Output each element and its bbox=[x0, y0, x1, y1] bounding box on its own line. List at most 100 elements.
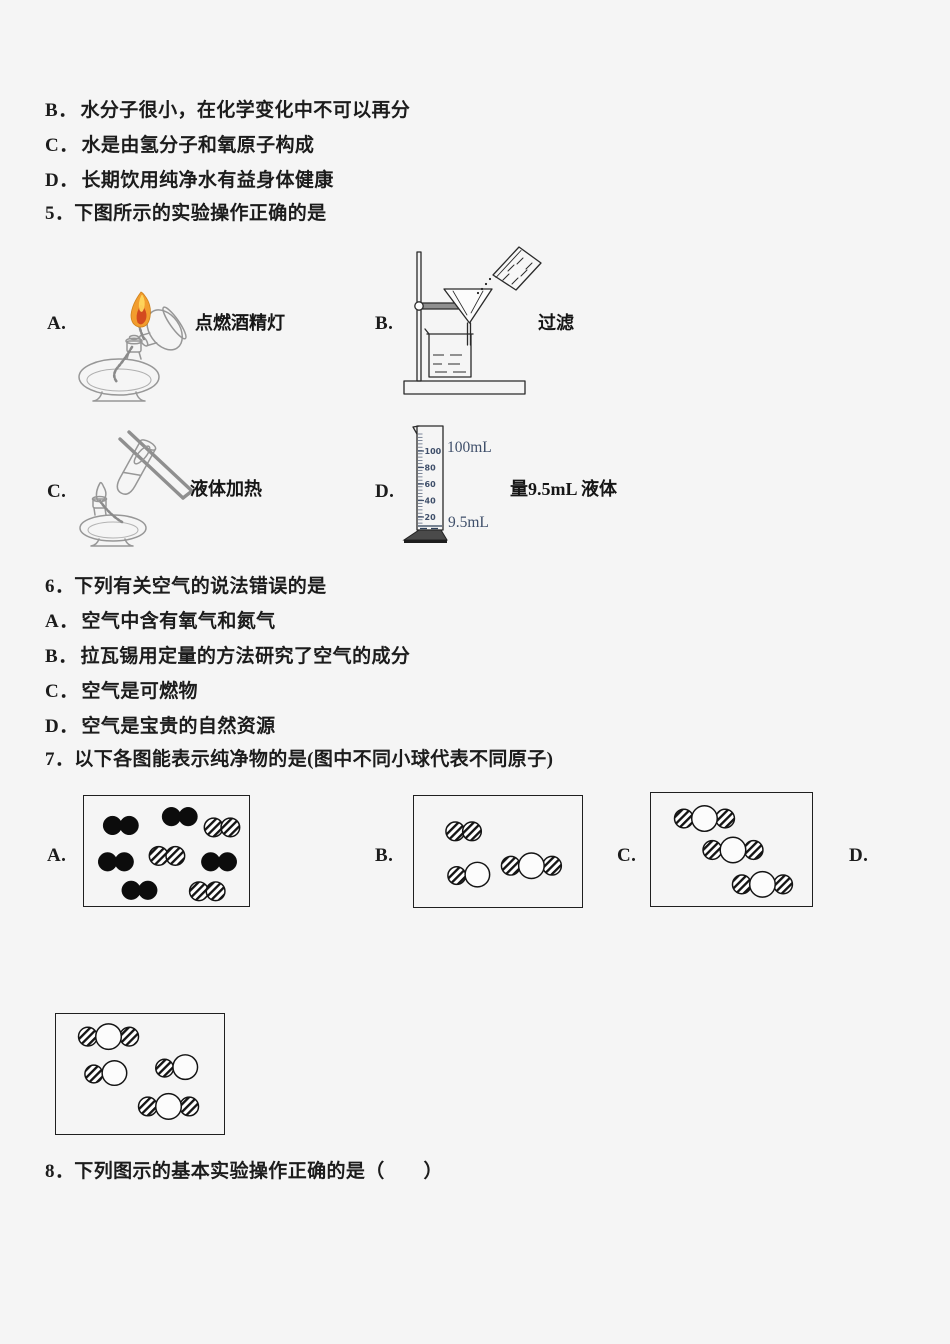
option-text: 水是由氢分子和氧原子构成 bbox=[81, 135, 315, 156]
cylinder-base-slab bbox=[404, 540, 447, 543]
option-label: C． bbox=[45, 135, 79, 156]
atom-black bbox=[178, 807, 198, 827]
atom-striped bbox=[77, 1026, 98, 1047]
option-text: 空气是宝贵的自然资源 bbox=[81, 716, 276, 737]
option-text: 长期饮用纯净水有益身体健康 bbox=[81, 170, 334, 191]
filter-paper bbox=[452, 290, 484, 316]
q5-option-b-label: B. bbox=[375, 313, 394, 334]
q5-option-a-label: A. bbox=[47, 313, 67, 334]
atom-white bbox=[517, 852, 545, 880]
atom-striped bbox=[205, 881, 226, 902]
pouring-beaker bbox=[492, 246, 542, 291]
atom-white bbox=[748, 870, 776, 898]
atom-striped bbox=[155, 1058, 175, 1078]
atom-striped bbox=[137, 1096, 158, 1117]
atom-white bbox=[155, 1092, 183, 1120]
atom-white bbox=[101, 1059, 128, 1087]
atom-striped bbox=[203, 817, 224, 838]
stand-rod bbox=[416, 251, 422, 382]
beaker-spout bbox=[424, 328, 430, 335]
filtrate-dashes bbox=[433, 354, 466, 373]
option-label: A． bbox=[45, 611, 79, 632]
atom-white bbox=[464, 861, 491, 888]
question6-stem: 6．下列有关空气的说法错误的是 bbox=[45, 576, 327, 597]
molecule-box-d bbox=[55, 1013, 225, 1135]
question6-option-c: C．空气是可燃物 bbox=[45, 681, 198, 704]
stand-base bbox=[403, 380, 526, 395]
q5-option-c-label: C. bbox=[47, 481, 67, 502]
atom-white bbox=[95, 1023, 123, 1051]
atom-black bbox=[138, 880, 158, 900]
atom-striped bbox=[731, 874, 752, 895]
atom-striped bbox=[188, 881, 209, 902]
wick bbox=[98, 499, 124, 524]
atom-striped bbox=[220, 817, 241, 838]
svg-text:100: 100 bbox=[425, 447, 442, 456]
option-text: 水分子很小，在化学变化中不可以再分 bbox=[80, 100, 411, 121]
atom-black bbox=[217, 852, 237, 872]
atom-striped bbox=[673, 808, 694, 829]
atom-white bbox=[690, 805, 718, 833]
atom-black bbox=[201, 852, 221, 872]
atom-striped bbox=[445, 821, 466, 842]
molecule-box-b bbox=[413, 795, 583, 908]
question6-option-a: A．空气中含有氧气和氮气 bbox=[45, 611, 276, 634]
alcohol-lamp bbox=[79, 495, 147, 547]
q5-option-d-caption: 量9.5mL 液体 bbox=[510, 479, 618, 499]
atom-black bbox=[102, 815, 123, 836]
atom-striped bbox=[447, 865, 467, 886]
option-text: 空气是可燃物 bbox=[81, 681, 198, 702]
atom-black bbox=[119, 815, 139, 836]
option-text: 拉瓦锡用定量的方法研究了空气的成分 bbox=[80, 646, 411, 667]
atom-striped bbox=[743, 839, 764, 861]
cylinder-base bbox=[402, 529, 448, 541]
question5-stem: 5．下图所示的实验操作正确的是 bbox=[45, 203, 327, 224]
flame bbox=[130, 291, 151, 328]
tilted-lamp bbox=[138, 306, 187, 351]
atom-striped bbox=[84, 1064, 104, 1084]
atom-black bbox=[114, 852, 134, 872]
cylinder-major-ticks bbox=[418, 450, 424, 518]
clamp-knob bbox=[414, 301, 424, 311]
option-label: C． bbox=[45, 681, 79, 702]
question8-stem: 8．下列图示的基本实验操作正确的是（ ） bbox=[45, 1161, 443, 1182]
atom-striped bbox=[119, 1026, 140, 1047]
atom-striped bbox=[773, 874, 794, 895]
atom-black bbox=[121, 880, 141, 900]
pour-stream bbox=[476, 277, 492, 295]
cylinder-tick-numbers: 100 80 60 40 20 bbox=[425, 447, 442, 522]
liquid-heating-figure bbox=[79, 430, 194, 547]
alcohol-lamp-lighting-figure bbox=[78, 291, 187, 402]
cylinder-volume-label: 9.5mL bbox=[448, 514, 489, 531]
graduated-cylinder-figure: 100 80 60 40 20 bbox=[402, 425, 448, 543]
atom-white bbox=[172, 1054, 199, 1081]
filtration-figure bbox=[403, 246, 542, 395]
q5-option-c-caption: 液体加热 bbox=[190, 479, 262, 499]
q5-option-a-caption: 点燃酒精灯 bbox=[195, 313, 285, 333]
cylinder-capacity-label: 100mL bbox=[447, 439, 492, 456]
q7-option-d-label: D. bbox=[849, 845, 869, 866]
question6-option-b: B．拉瓦锡用定量的方法研究了空气的成分 bbox=[45, 646, 410, 669]
atom-striped bbox=[461, 821, 483, 842]
atom-striped bbox=[541, 855, 563, 876]
option-label: D． bbox=[45, 716, 79, 737]
funnel bbox=[443, 288, 493, 324]
wick bbox=[112, 345, 134, 384]
question4-option-c: C．水是由氢分子和氧原子构成 bbox=[45, 135, 314, 158]
q7-option-c-label: C. bbox=[617, 845, 637, 866]
svg-text:20: 20 bbox=[425, 513, 437, 522]
molecule-box-a bbox=[83, 795, 250, 907]
option-label: D． bbox=[45, 170, 79, 191]
molecule-box-c bbox=[650, 792, 813, 907]
atom-black bbox=[97, 852, 118, 872]
atom-white bbox=[719, 836, 747, 864]
svg-text:60: 60 bbox=[425, 480, 437, 489]
q7-option-a-label: A. bbox=[47, 845, 67, 866]
atom-striped bbox=[715, 808, 736, 829]
atom-striped bbox=[165, 845, 186, 866]
question4-option-d: D．长期饮用纯净水有益身体健康 bbox=[45, 170, 334, 193]
q5-option-b-caption: 过滤 bbox=[538, 313, 574, 333]
option-label: B． bbox=[45, 100, 78, 121]
atom-striped bbox=[702, 839, 723, 861]
